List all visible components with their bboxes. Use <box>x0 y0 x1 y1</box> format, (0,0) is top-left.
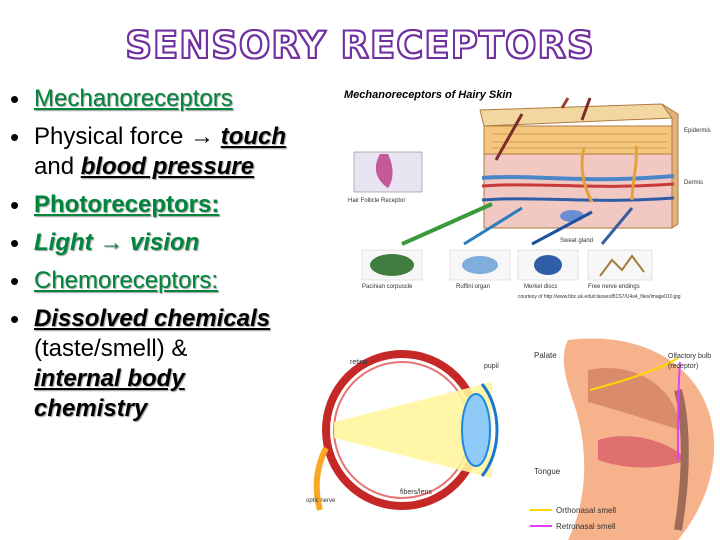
bullet-text: Light → vision <box>34 229 200 256</box>
bullet-photoreceptors: Photoreceptors: <box>8 190 328 220</box>
free-endings-inset <box>587 249 653 281</box>
ortho-legend-label: Orthonasal smell <box>556 506 616 515</box>
bullet-text: Mechanoreceptors <box>34 85 233 112</box>
arrow <box>463 206 523 246</box>
bullet-emphasis: Dissolved chemicals <box>34 305 271 332</box>
free-nerve-endings <box>599 254 645 277</box>
tongue-label: Tongue <box>534 467 561 476</box>
arrow <box>494 113 524 161</box>
throat <box>674 388 689 531</box>
nerve-fiber <box>580 145 638 203</box>
pupil-label: pupil <box>484 363 499 370</box>
skin-lines <box>492 133 667 149</box>
bullet-emphasis: touch <box>220 123 287 150</box>
epidermis-label: Epidermis <box>684 128 711 134</box>
receptor-label: (receptor) <box>668 363 698 370</box>
nerve-bundle <box>481 196 675 202</box>
retina-label: retina <box>350 359 368 366</box>
bullet-list: Mechanoreceptors Physical force → touch … <box>8 84 328 432</box>
bullet-text: Photoreceptors: <box>34 191 220 218</box>
light-beam <box>334 382 492 478</box>
image-credit: courtesy of http://www.bbc.uk.edu/classe… <box>518 294 681 300</box>
fibers-label: fibers/lens <box>400 489 432 496</box>
skin-side <box>661 103 679 229</box>
bullet-physical-force: Physical force → touch and blood pressur… <box>8 122 328 182</box>
merkel-label: Merkel discs <box>524 284 557 290</box>
epidermis-layer <box>483 125 673 155</box>
ruffini-organ <box>462 256 498 274</box>
retro-legend-label: Retronasal smell <box>556 522 616 531</box>
bullet-text: Physical force → <box>34 123 221 150</box>
bullet-mechanoreceptors: Mechanoreceptors <box>8 84 328 114</box>
skin-mechanoreceptors-figure: Mechanoreceptors of Hairy Skin Sweat gla… <box>344 89 711 300</box>
merkel-discs <box>534 255 562 275</box>
arrow <box>600 207 634 245</box>
skin-surface <box>479 103 673 127</box>
sweat-gland-label: Sweat gland <box>560 238 593 244</box>
nose-mouth-figure: Palate Olfactory bulb (receptor) Tongue … <box>530 338 715 540</box>
bullet-emphasis: blood pressure <box>80 153 255 180</box>
eye-figure: retina pupil fibers/lens optic nerve <box>306 350 499 511</box>
bullet-text: and <box>34 153 81 180</box>
bullet-text: Chemoreceptors: <box>34 267 219 294</box>
hair-follicle <box>375 154 393 188</box>
ruffini-label: Ruffini organ <box>456 284 490 290</box>
bullet-text: (taste/smell) & <box>34 335 188 362</box>
arrow <box>560 97 570 109</box>
sweat-gland <box>560 210 584 222</box>
retronasal-path <box>677 361 681 461</box>
tongue <box>598 436 688 468</box>
lens <box>461 393 491 467</box>
bullet-emphasis: chemistry <box>34 395 148 422</box>
bullet-light-vision: Light → vision <box>8 228 328 258</box>
blood-vessel <box>481 182 675 188</box>
free-endings-label: Free nerve endings <box>588 284 640 290</box>
slide-title: SENSORY RECEPTORS <box>124 23 595 68</box>
dermis-label: Dermis <box>684 180 703 186</box>
optic-nerve <box>313 446 329 511</box>
arrow <box>531 210 593 246</box>
palate-label: Palate <box>534 351 557 360</box>
bullet-chemoreceptors: Chemoreceptors: <box>8 266 328 296</box>
pacinian-label: Pacinian corpuscle <box>362 284 413 290</box>
olfactory-label: Olfactory bulb <box>668 353 711 360</box>
orthonasal-path <box>589 357 679 391</box>
cornea <box>480 383 499 477</box>
skin-figure-title: Mechanoreceptors of Hairy Skin <box>344 89 512 101</box>
hair-follicle-label: Hair Follicle Receptor <box>348 198 405 204</box>
bullet-dissolved-chemicals: Dissolved chemicals (taste/smell) & inte… <box>8 304 328 424</box>
arrow <box>401 202 493 246</box>
pacinian-corpuscle <box>370 254 414 276</box>
bullet-emphasis: internal body <box>34 365 185 392</box>
arrow <box>580 97 592 121</box>
optic-nerve-label: optic nerve <box>306 498 336 504</box>
blood-vessel <box>481 174 675 182</box>
